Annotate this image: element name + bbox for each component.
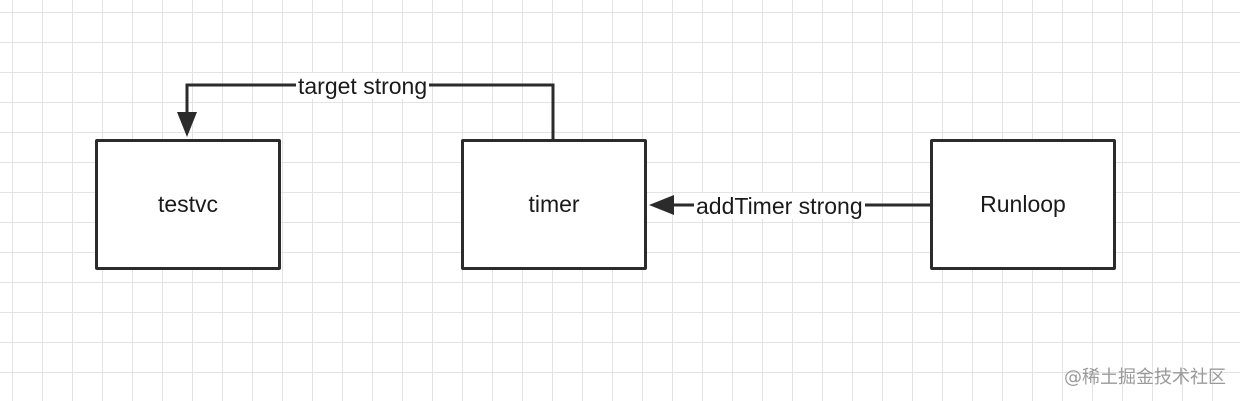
node-runloop: Runloop: [930, 139, 1116, 270]
node-runloop-label: Runloop: [980, 191, 1066, 217]
node-timer: timer: [461, 139, 647, 270]
edge-label-target-strong: target strong: [296, 73, 430, 99]
node-timer-label: timer: [528, 191, 580, 217]
node-testvc: testvc: [95, 139, 281, 270]
watermark-text: @稀土掘金技术社区: [1064, 367, 1226, 388]
arrowhead-testvc: [177, 112, 197, 137]
arrowhead-timer: [649, 195, 674, 215]
edge-label-addtimer-strong: addTimer strong: [694, 193, 865, 219]
node-testvc-label: testvc: [157, 191, 219, 217]
